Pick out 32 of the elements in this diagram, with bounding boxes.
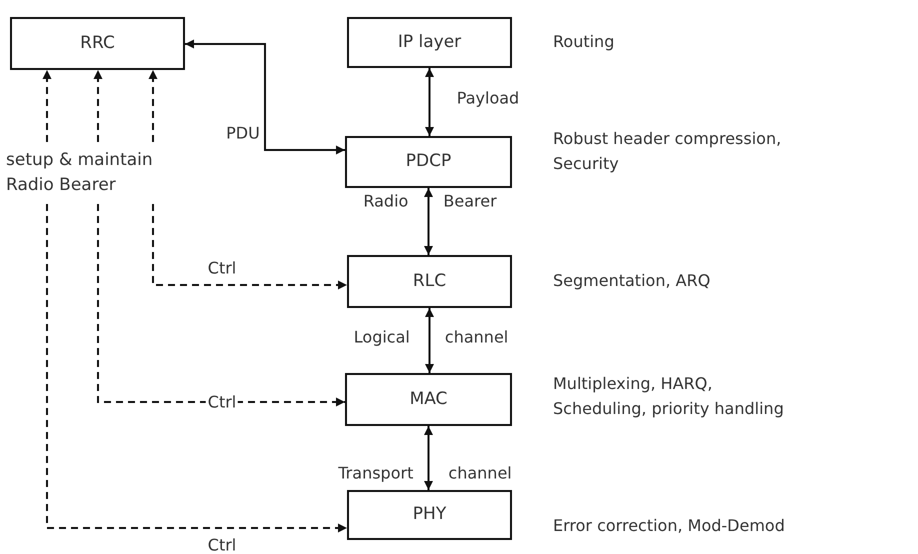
function-description: Segmentation, ARQ (553, 270, 712, 292)
arrow (424, 188, 433, 255)
arrow (185, 40, 345, 154)
layer-box (345, 373, 512, 426)
function-description: Multiplexing, HARQ, Scheduling, priority handling (553, 373, 785, 420)
layer-name: RRC (80, 32, 115, 55)
function-description: Error correction, Mod-Demod (553, 515, 786, 537)
layer-name: PHY (412, 503, 446, 526)
arrow (425, 68, 434, 136)
function-description: Routing (553, 31, 616, 53)
dashed-arrow (97, 204, 345, 406)
arrow (424, 426, 433, 490)
layer-name: RLC (412, 270, 446, 293)
layer-box (347, 490, 512, 540)
note-text: setup & maintain Radio Bearer (6, 148, 154, 197)
layer-name: IP layer (398, 30, 462, 54)
dashed-arrow (148, 70, 158, 142)
arrow (425, 308, 434, 373)
layer-box (347, 17, 512, 68)
layer-box (347, 255, 512, 308)
dashed-arrow (42, 70, 52, 142)
function-description: Robust header compression, Security (553, 128, 782, 175)
dashed-arrow (46, 204, 347, 532)
layer-box (10, 17, 185, 70)
edge-label: Radio Bearer (363, 191, 497, 211)
edge-label: Transport channel (338, 463, 512, 483)
dashed-arrow (152, 204, 347, 290)
dashed-arrow (94, 70, 102, 142)
layer-box (345, 136, 512, 188)
edge-label: Logical channel (354, 327, 508, 347)
layer-name: MAC (410, 388, 448, 411)
layer-name: PDCP (406, 150, 452, 174)
